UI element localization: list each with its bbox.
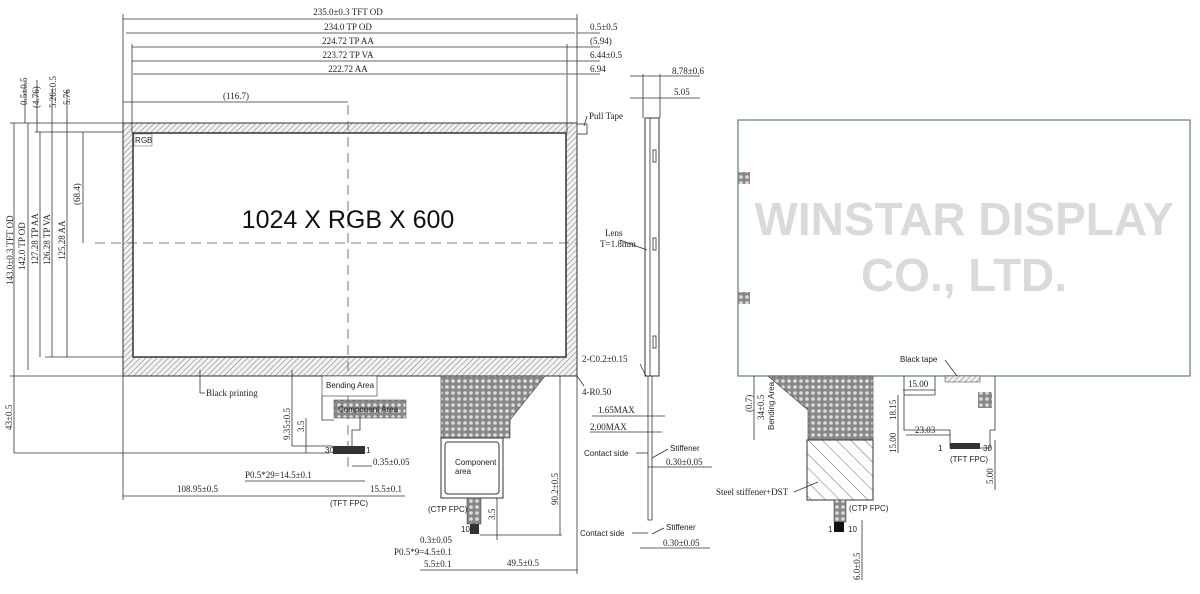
dimension-label: Contact side <box>580 529 625 538</box>
dimension-label: 108.95±0.5 <box>177 484 218 494</box>
dimension-label: (TFT FPC) <box>950 455 988 464</box>
dimension-label: T=1.8mm <box>600 239 636 249</box>
dimension-label: 1 <box>366 446 371 455</box>
watermark-line: CO., LTD. <box>861 249 1067 301</box>
dimension-label: B <box>147 136 152 145</box>
dimension-label: (5.94) <box>590 36 612 46</box>
dimension-label: 143.0±0.3 TFT OD <box>5 215 15 285</box>
dimension-label: (CTP FPC) <box>849 504 889 513</box>
dimension-label: R <box>135 136 141 145</box>
dimension-label: Black printing <box>206 388 258 398</box>
dimension-label: 1.65MAX <box>598 405 635 415</box>
dimension-label: 8.78±0.6 <box>672 66 704 76</box>
dimension-label: 1 <box>828 525 833 534</box>
dimension-label: 223.72 TP VA <box>323 50 374 60</box>
dimension-label: Component Area <box>338 405 399 414</box>
dimension-label: 30 <box>325 446 334 455</box>
dimension-label: 10 <box>848 525 857 534</box>
dimension-label: Black tape <box>900 355 938 364</box>
dimension-label: P0.5*9=4.5±0.1 <box>394 547 452 557</box>
dimension-label: 6.0±0.5 <box>852 552 862 580</box>
dimension-label: 234.0 TP OD <box>324 22 372 32</box>
side-view: 8.78±0.6 5.05 Lens T=1.8mm 2-C0.2±0.15 1… <box>580 66 712 549</box>
dimension-label: 90.2±0.5 <box>550 473 560 505</box>
dimension-label: Lens <box>605 228 623 238</box>
dimension-label: Contact side <box>584 449 629 458</box>
dimension-label: (4.76) <box>31 86 41 108</box>
dimension-label: Component <box>455 458 497 467</box>
dimension-label: 23.03 <box>915 425 936 435</box>
dimension-label: (0.7) <box>744 395 754 412</box>
dimension-label: 6.44±0.5 <box>590 50 622 60</box>
dimension-label: 5.00 <box>985 468 995 484</box>
dimension-label: 5.5±0.1 <box>424 559 451 569</box>
dimension-label: Stiffener <box>666 523 696 532</box>
dimension-label: 18.15 <box>888 399 898 420</box>
dimension-label: 15.5±0.1 <box>370 484 402 494</box>
dimension-label: 3.5 <box>296 420 306 432</box>
dimension-label: Stiffener <box>670 444 700 453</box>
back-view: Black tape Steel stiffener+DST (CTP FPC)… <box>716 119 1191 580</box>
dimension-label: 30 <box>983 444 992 453</box>
left-dimensions: 0.5±0.5 (4.76) 5.26±0.5 5.76 143.0±0.3 T… <box>4 76 330 454</box>
dimension-label: 2-C0.2±0.15 <box>582 354 628 364</box>
dimension-label: (116.7) <box>223 91 249 101</box>
dimension-label: area <box>455 467 472 476</box>
dimension-label: 126.28 TP VA <box>42 214 52 265</box>
dimension-label: 224.72 TP AA <box>322 36 374 46</box>
front-view: R G B 1024 X RGB X 600 235.0±0.3 TFT OD … <box>4 7 623 574</box>
dimension-label: 0.35±0.05 <box>373 457 410 467</box>
dimension-label: 5.26±0.5 <box>48 76 58 108</box>
dimension-label: 6.94 <box>590 64 606 74</box>
dimension-label: (68.4) <box>72 183 82 205</box>
watermark-line: WINSTAR DISPLAY <box>754 193 1173 245</box>
dimension-label: (TFT FPC) <box>330 499 368 508</box>
dimension-label: P0.5*29=14.5±0.1 <box>245 470 312 480</box>
dimension-label: 15.00 <box>908 379 929 389</box>
dimension-label: G <box>141 136 147 145</box>
dimension-label: 4-R0.50 <box>582 387 612 397</box>
dimension-label: 9.35±0.5 <box>282 408 292 440</box>
tft-fpc: Black printing Bending Area Component Ar… <box>122 370 410 508</box>
dimension-label: 5.05 <box>674 87 690 97</box>
pull-tape-callout: Pull Tape <box>576 111 623 135</box>
dimension-label: 1 <box>938 444 943 453</box>
dimension-label: Bending Area <box>767 381 776 430</box>
rgb-pixel-legend: R G B <box>133 133 152 147</box>
dimension-label: 0.3±0.05 <box>420 535 452 545</box>
dimension-label: 0.5±0.5 <box>19 77 29 105</box>
active-area <box>132 132 567 358</box>
dimension-label: Steel stiffener+DST <box>716 487 789 497</box>
dimension-label: 142.0 TP OD <box>17 222 27 270</box>
dimension-label: 0.30±0.05 <box>666 457 703 467</box>
ctp-fpc: Component area (CTP FPC) 10 3.5 90.2±0.5… <box>394 375 612 574</box>
dimension-label: (CTP FPC) <box>428 505 468 514</box>
dimension-label: 0.30±0.05 <box>663 538 700 548</box>
dimension-label: 235.0±0.3 TFT OD <box>313 7 383 17</box>
dimension-label: 127.28 TP AA <box>30 213 40 265</box>
dimension-label: 34±0.5 <box>756 394 766 420</box>
dimension-label: 5.76 <box>62 89 72 105</box>
dimension-label: 3.5 <box>487 508 497 520</box>
dimension-label: 43±0.5 <box>4 404 14 430</box>
dimension-label: Bending Area <box>326 381 375 390</box>
dimension-label: 0.5±0.5 <box>590 22 618 32</box>
dimension-label: Pull Tape <box>589 111 623 121</box>
dimension-label: 15.00 <box>888 432 898 453</box>
resolution-label: 1024 X RGB X 600 <box>242 206 455 234</box>
top-dimensions: 235.0±0.3 TFT OD 234.0 TP OD 224.72 TP A… <box>122 7 622 133</box>
dimension-label: 222.72 AA <box>328 64 368 74</box>
dimension-label: 2.00MAX <box>590 422 627 432</box>
dimension-label: 49.5±0.5 <box>507 558 539 568</box>
dimension-label: 10 <box>461 525 470 534</box>
dimension-label: 125.28 AA <box>57 220 67 260</box>
